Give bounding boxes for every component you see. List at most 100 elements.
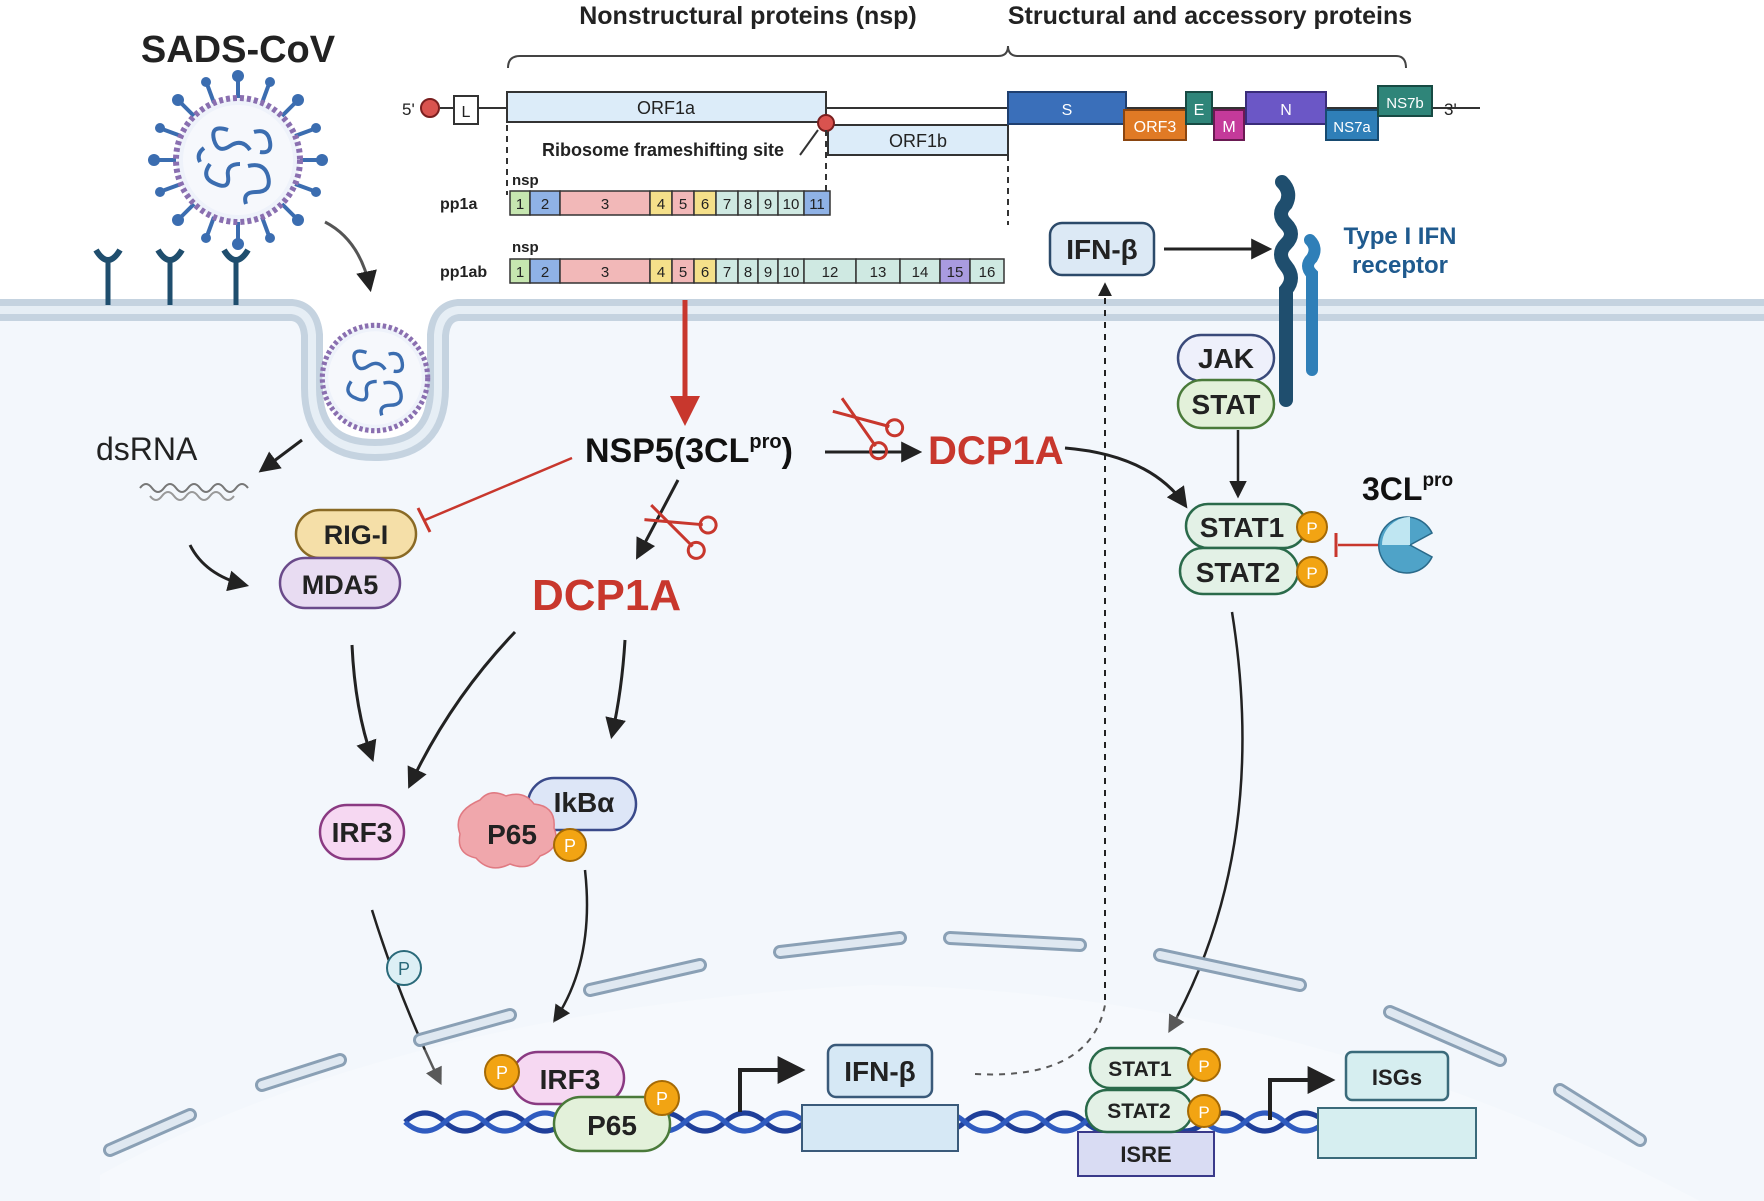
phospho-label: P bbox=[1306, 519, 1317, 538]
stat-to-nucleus-arrow bbox=[1168, 611, 1244, 1034]
gene-ns7a-label: NS7a bbox=[1333, 119, 1371, 136]
nsp5-inhibits-rigi bbox=[424, 456, 573, 522]
phospho-icon bbox=[644, 1080, 680, 1116]
ifn-receptor-icon bbox=[1274, 175, 1321, 407]
pp1ab-segment-label-8: 8 bbox=[744, 264, 752, 281]
pp1a-segment-label-3: 3 bbox=[601, 196, 609, 213]
pp1a-segment-label-1: 1 bbox=[516, 196, 524, 213]
pp1ab-segment-label-13: 13 bbox=[870, 264, 887, 281]
gene-m-label: M bbox=[1222, 119, 1235, 136]
pp1a-segment-label-5: 5 bbox=[679, 196, 687, 213]
pp1ab-segment-label-3: 3 bbox=[601, 264, 609, 281]
nucleus-irf3-label: IRF3 bbox=[540, 1064, 601, 1095]
nsp5-label: NSP5(3CLpro) bbox=[585, 431, 793, 470]
pp1a-label: pp1a bbox=[440, 196, 477, 213]
cap-icon bbox=[420, 98, 440, 118]
phospho-label: P bbox=[496, 1063, 508, 1083]
dcp1a-to-stat-arrow bbox=[1064, 446, 1188, 509]
dsrna-to-rigi-arrow bbox=[188, 544, 250, 592]
pp1a-segment-label-10: 10 bbox=[783, 196, 800, 213]
phospho-label: P bbox=[1306, 564, 1317, 583]
gene-m bbox=[1213, 109, 1245, 141]
nucleus-stat1-label: STAT1 bbox=[1108, 1058, 1172, 1081]
pp1a-segment-2 bbox=[529, 190, 561, 216]
p65-label: P65 bbox=[487, 819, 537, 850]
structural-header: Structural and accessory proteins bbox=[1008, 2, 1412, 30]
dcp1a-right-label: DCP1A bbox=[928, 429, 1064, 473]
orf1a-label: ORF1a bbox=[637, 98, 696, 118]
isg-promoter-box bbox=[1317, 1107, 1477, 1159]
jak-stat-complex: JAK STAT bbox=[1176, 333, 1276, 430]
pp1ab-segment-15 bbox=[939, 258, 971, 284]
cell-body bbox=[0, 299, 1764, 1201]
surface-receptors bbox=[93, 248, 251, 305]
pp1ab-nsp-label: nsp bbox=[512, 239, 539, 256]
stat1-label: STAT1 bbox=[1200, 512, 1285, 543]
endosome-to-dsrna-arrow bbox=[258, 438, 303, 473]
ikba-p65-complex: IkBα P65 P bbox=[457, 776, 638, 869]
dsrna-icon bbox=[139, 483, 249, 493]
pp1ab-segment-label-5: 5 bbox=[679, 264, 687, 281]
gene-n-label: N bbox=[1280, 102, 1292, 119]
frameshift-site-icon bbox=[817, 114, 835, 132]
phospho-icon bbox=[1296, 511, 1328, 543]
rig-i-label: RIG-I bbox=[324, 520, 389, 550]
phospho-icon bbox=[1187, 1094, 1221, 1128]
ikba-label: IkBα bbox=[554, 787, 615, 818]
ifnb-top-label: IFN-β bbox=[1066, 234, 1138, 265]
gene-ns7a bbox=[1325, 109, 1379, 141]
pp1a-nsp-label: nsp bbox=[512, 172, 539, 189]
leader-label: L bbox=[462, 104, 471, 121]
ifnb-promoter-box bbox=[801, 1104, 959, 1152]
irf3-p65-dna-complex: IRF3 P P65 P bbox=[484, 1050, 680, 1153]
five-prime-label: 5' bbox=[402, 100, 415, 119]
nuclear-envelope bbox=[103, 931, 1647, 1157]
pp1ab-segment-label-4: 4 bbox=[657, 264, 665, 281]
gene-orf3-label: ORF3 bbox=[1134, 119, 1177, 136]
gene-n bbox=[1245, 91, 1327, 125]
phospho-label: P bbox=[1198, 1103, 1209, 1122]
scissors-icon bbox=[644, 504, 718, 560]
ifnb-gene-box bbox=[826, 1043, 934, 1099]
pp1a-segment-label-8: 8 bbox=[744, 196, 752, 213]
ifnb-transcription-arrow bbox=[738, 1056, 806, 1112]
p65-to-nucleus-arrow bbox=[553, 869, 589, 1023]
isre-label: ISRE bbox=[1120, 1142, 1171, 1167]
stat-label: STAT bbox=[1192, 389, 1261, 420]
threecl-label: 3CLpro bbox=[1362, 470, 1453, 507]
nucleus-ifnb-label: IFN-β bbox=[844, 1056, 916, 1087]
phospho-icon bbox=[1187, 1048, 1221, 1082]
dcp1a-to-irf3-arrow bbox=[407, 630, 517, 789]
nsp-brace bbox=[507, 45, 1407, 69]
nucleus-p65-label: P65 bbox=[587, 1110, 637, 1141]
internalized-virus-icon bbox=[319, 322, 431, 434]
pp1a-segment-label-6: 6 bbox=[701, 196, 709, 213]
irf3-label: IRF3 bbox=[332, 817, 393, 848]
pp1ab-segment-label-16: 16 bbox=[979, 264, 996, 281]
pp1ab-segment-label-7: 7 bbox=[723, 264, 731, 281]
pp1ab-segment-label-15: 15 bbox=[947, 264, 964, 281]
gene-ns7b-label: NS7b bbox=[1386, 95, 1424, 112]
pp1ab-segment-label-2: 2 bbox=[541, 264, 549, 281]
receptor-icon bbox=[93, 248, 123, 305]
nsp5-to-dcp1a-center-arrow bbox=[636, 479, 680, 560]
receptor-icon bbox=[221, 248, 251, 305]
pp1ab-segment-16 bbox=[969, 258, 1005, 284]
scissors-icon bbox=[832, 397, 905, 461]
pp1ab-segment-14 bbox=[899, 258, 941, 284]
pp1a-segment-11 bbox=[803, 190, 831, 216]
pp1ab-segment-label-1: 1 bbox=[516, 264, 524, 281]
pp1ab-segment-label-12: 12 bbox=[822, 264, 839, 281]
gene-e bbox=[1185, 91, 1213, 125]
pp1a-segment-label-4: 4 bbox=[657, 196, 665, 213]
dsrna-label: dsRNA bbox=[96, 431, 198, 467]
pp1a-segment-label-7: 7 bbox=[723, 196, 731, 213]
phospho-icon bbox=[553, 828, 587, 862]
irf3-cytoplasm: IRF3 bbox=[318, 803, 406, 861]
orf1b-label: ORF1b bbox=[889, 131, 947, 151]
phospho-label: P bbox=[1198, 1057, 1209, 1076]
pp1ab-segment-label-9: 9 bbox=[764, 264, 772, 281]
phospho-icon bbox=[1296, 556, 1328, 588]
